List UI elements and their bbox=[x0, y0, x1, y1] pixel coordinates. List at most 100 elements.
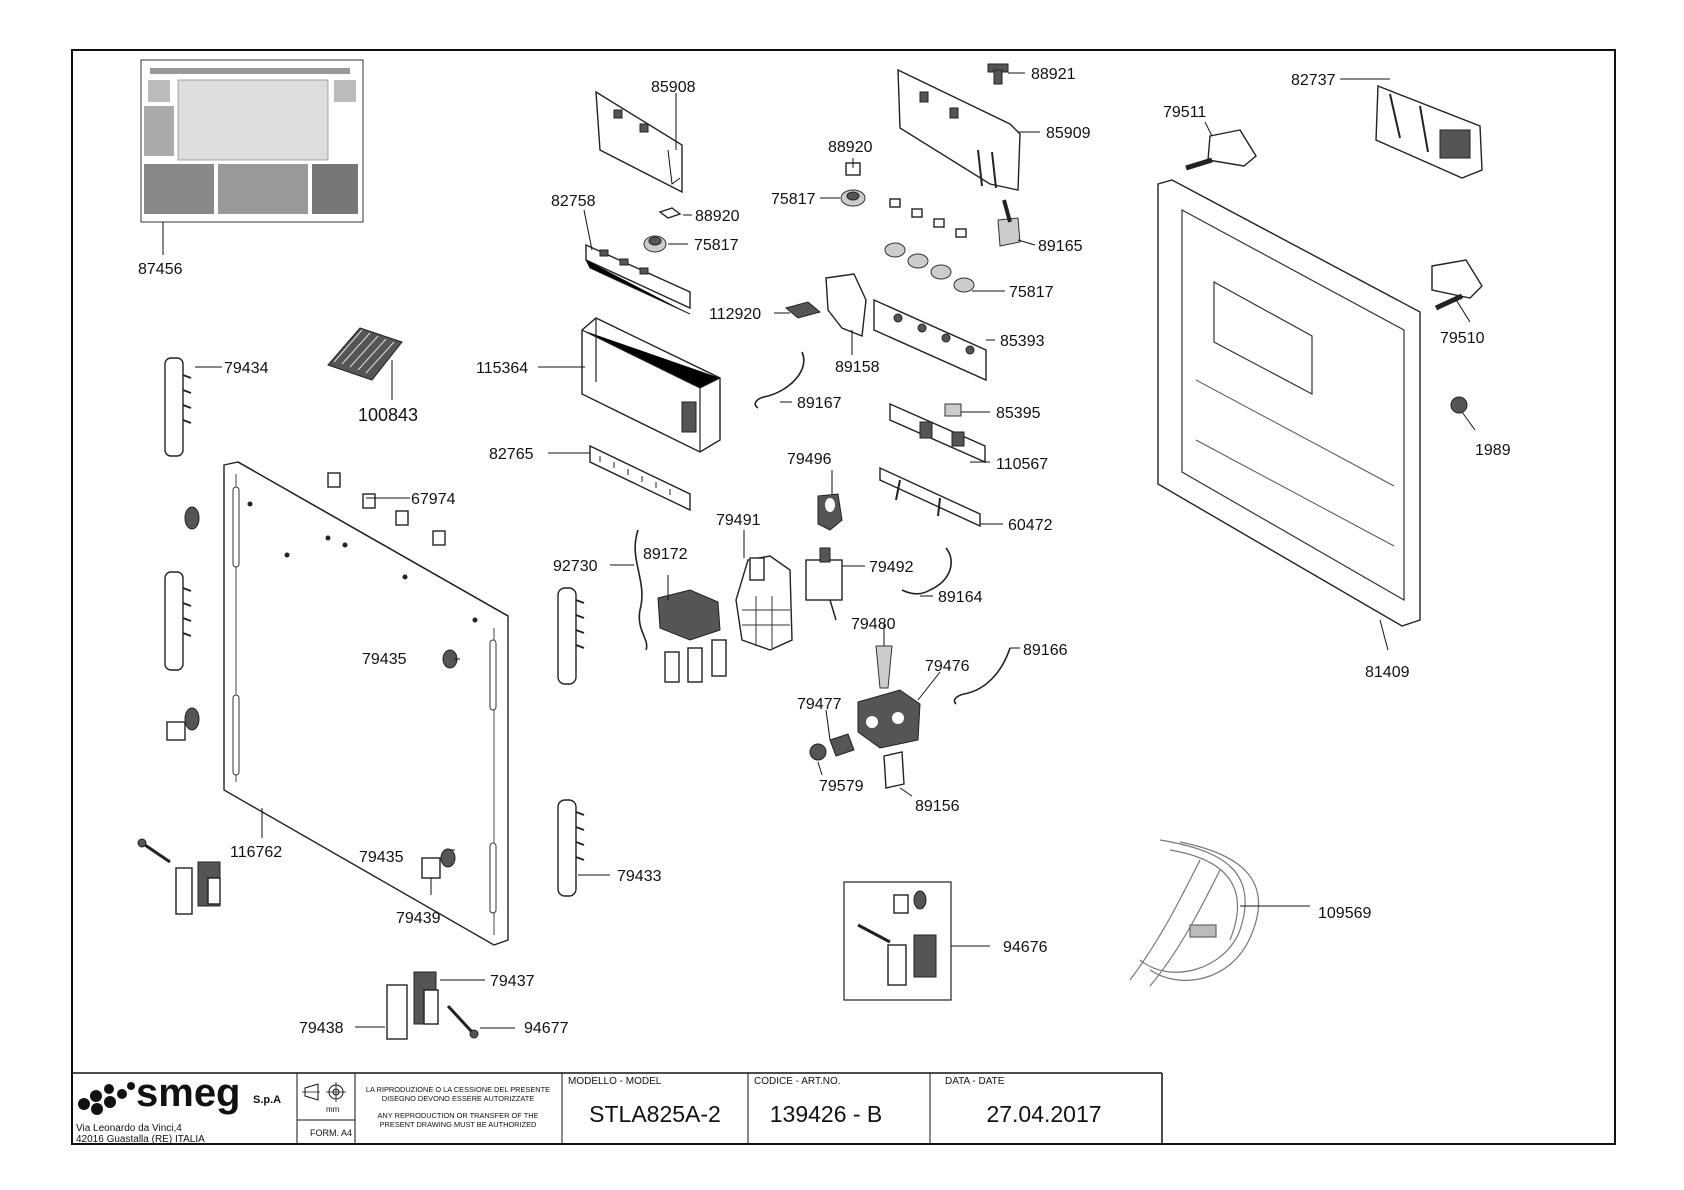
label-79439: 79439 bbox=[396, 910, 441, 927]
company-suffix: S.p.A bbox=[253, 1094, 281, 1106]
wire-89167-figure bbox=[754, 351, 805, 409]
solenoid-79492-figure bbox=[805, 547, 843, 621]
button-cap-88920-figure bbox=[658, 207, 682, 219]
part-labels: 87456 79434 100843 67974 79435 116762 79… bbox=[138, 66, 1511, 1037]
clip-112920-figure bbox=[784, 301, 822, 319]
label-82765: 82765 bbox=[489, 446, 534, 463]
hinge-79510-figure bbox=[1431, 259, 1483, 311]
outer-door-panel-figure bbox=[223, 461, 509, 946]
label-79511: 79511 bbox=[1163, 104, 1206, 121]
part-89158-figure bbox=[825, 273, 867, 337]
model-value: STLA825A-2 bbox=[589, 1101, 721, 1127]
notice-it-line-1: LA RIPRODUZIONE O LA CESSIONE DEL PRESEN… bbox=[366, 1085, 550, 1094]
leader-lines bbox=[162, 72, 1476, 1029]
notice-it-line-2: DISEGNO DEVONO ESSERE AUTORIZZATE bbox=[382, 1094, 535, 1103]
code-header: CODICE - ART.NO. bbox=[754, 1076, 841, 1087]
drawing-frame bbox=[71, 49, 1616, 1145]
instruction-sheet-figure bbox=[140, 59, 364, 223]
wire-89166-figure bbox=[953, 647, 1011, 705]
pad-85395-figure bbox=[944, 403, 962, 417]
label-89165: 89165 bbox=[1038, 238, 1083, 255]
screw-1989-figure bbox=[1450, 396, 1468, 414]
label-89156: 89156 bbox=[915, 798, 960, 815]
label-79433: 79433 bbox=[617, 868, 662, 885]
label-81409: 81409 bbox=[1365, 664, 1410, 681]
label-60472: 60472 bbox=[1008, 517, 1053, 534]
label-67974: 67974 bbox=[411, 491, 456, 508]
label-79435-a: 79435 bbox=[362, 651, 407, 668]
label-75817-a: 75817 bbox=[694, 237, 739, 254]
label-75817-b: 75817 bbox=[771, 191, 816, 208]
notice-en-line-2: PRESENT DRAWING MUST BE AUTHORIZED bbox=[380, 1120, 537, 1129]
label-89172: 89172 bbox=[643, 546, 688, 563]
label-112920: 112920 bbox=[709, 306, 761, 323]
panel-85909-figure bbox=[897, 68, 1021, 191]
bumper-79435-b bbox=[440, 848, 456, 868]
harness-109569-figure bbox=[1129, 839, 1260, 987]
label-79480: 79480 bbox=[851, 616, 896, 633]
label-115364: 115364 bbox=[476, 360, 528, 377]
label-89158: 89158 bbox=[835, 359, 880, 376]
housing-79491-figure bbox=[735, 555, 793, 651]
label-100843: 100843 bbox=[358, 405, 418, 425]
label-89164: 89164 bbox=[938, 589, 983, 606]
label-79496: 79496 bbox=[787, 451, 832, 468]
module-82737-figure bbox=[1375, 84, 1483, 179]
label-89167: 89167 bbox=[797, 395, 842, 412]
address-line-1: Via Leonardo da Vinci,4 bbox=[76, 1123, 182, 1134]
model-header: MODELLO - MODEL bbox=[568, 1076, 662, 1087]
wire-89164-figure bbox=[901, 547, 952, 595]
brand-name: smeg bbox=[136, 1071, 241, 1115]
units-label: mm bbox=[326, 1105, 340, 1114]
label-88920-b: 88920 bbox=[828, 139, 873, 156]
label-85908: 85908 bbox=[651, 79, 696, 96]
label-75817-c: 75817 bbox=[1009, 284, 1054, 301]
label-79435-b: 79435 bbox=[359, 849, 404, 866]
clips-67974-figure bbox=[327, 472, 446, 546]
label-82737: 82737 bbox=[1291, 72, 1336, 89]
bar-82765-figure bbox=[589, 444, 691, 512]
address-line-2: 42016 Guastalla (RE) ITALIA bbox=[76, 1134, 205, 1145]
inner-door-81409-figure bbox=[1157, 179, 1421, 627]
label-109569: 109569 bbox=[1318, 905, 1371, 922]
label-79510: 79510 bbox=[1440, 330, 1485, 347]
switch-89165-figure bbox=[997, 199, 1021, 247]
label-79438: 79438 bbox=[299, 1020, 344, 1037]
knob-75817-figure bbox=[643, 235, 667, 253]
hinge-left-figure bbox=[137, 838, 221, 915]
vertical-strip-figure bbox=[557, 587, 585, 897]
wire-92730-figure bbox=[634, 529, 648, 651]
bracket-85908-figure bbox=[595, 90, 683, 194]
clip-79496-figure bbox=[817, 493, 843, 531]
plate-79439 bbox=[421, 857, 441, 879]
label-85909: 85909 bbox=[1046, 125, 1091, 142]
smeg-logo: smeg bbox=[78, 1071, 241, 1115]
label-79492: 79492 bbox=[869, 559, 914, 576]
label-79579: 79579 bbox=[819, 778, 864, 795]
pad-100843-figure bbox=[327, 327, 403, 381]
label-116762: 116762 bbox=[230, 844, 282, 861]
label-82758: 82758 bbox=[551, 193, 596, 210]
format-label: FORM. A4 bbox=[310, 1128, 352, 1138]
label-85395: 85395 bbox=[996, 405, 1041, 422]
control-box-115364-figure bbox=[581, 317, 721, 453]
date-value: 27.04.2017 bbox=[986, 1101, 1101, 1127]
code-value: 139426 - B bbox=[770, 1101, 883, 1127]
label-1989: 1989 bbox=[1475, 442, 1511, 459]
label-85393: 85393 bbox=[1000, 333, 1045, 350]
carrier-82758-figure bbox=[585, 243, 691, 315]
notice-en-line-1: ANY REPRODUCTION OR TRANSFER OF THE bbox=[378, 1111, 539, 1120]
lock-assembly-figure bbox=[809, 645, 921, 789]
label-79491: 79491 bbox=[716, 512, 761, 529]
label-89166: 89166 bbox=[1023, 642, 1068, 659]
support-60472-figure bbox=[879, 466, 981, 528]
label-79434: 79434 bbox=[224, 360, 269, 377]
board-110567-figure bbox=[889, 402, 986, 464]
label-79437: 79437 bbox=[490, 973, 535, 990]
kit-94676-figure bbox=[843, 881, 952, 1001]
side-trim-figure bbox=[164, 357, 200, 741]
hinge-bottom-figure bbox=[386, 971, 479, 1040]
label-94677: 94677 bbox=[524, 1020, 569, 1037]
date-header: DATA - DATE bbox=[945, 1076, 1005, 1087]
